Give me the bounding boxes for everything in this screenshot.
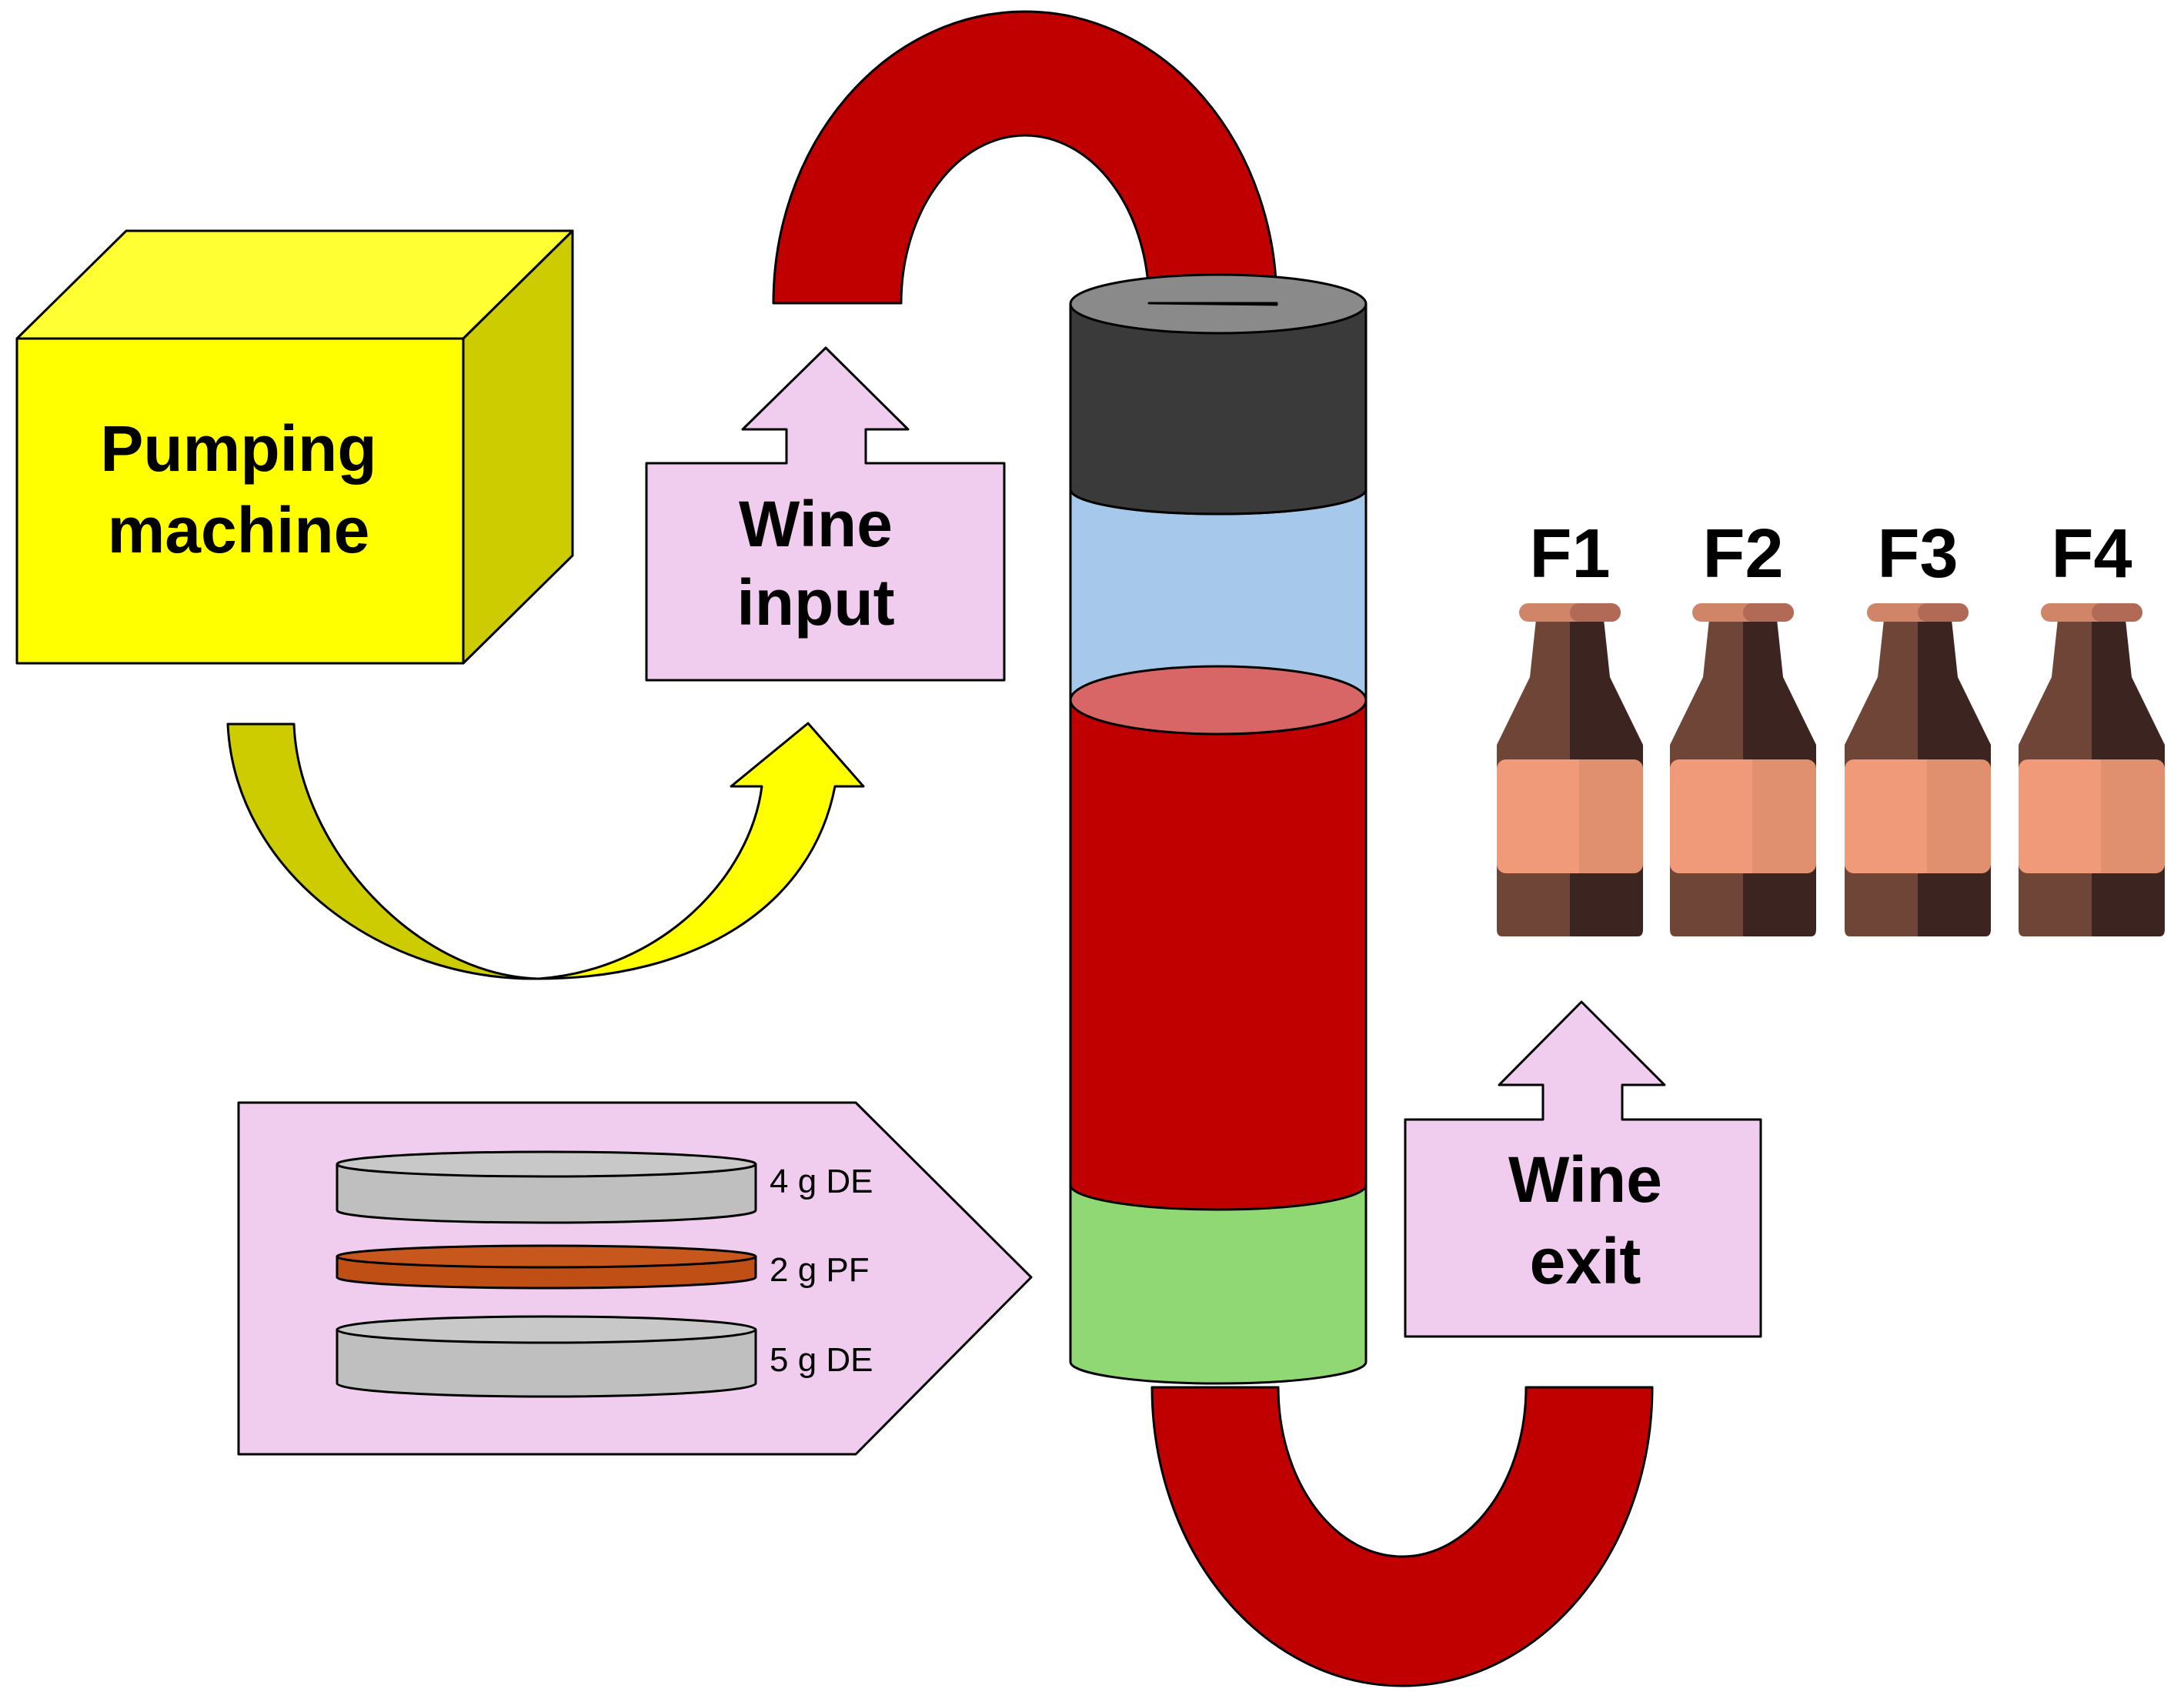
filtration-column: [1069, 273, 1368, 1385]
bottle-f4: F4: [2019, 516, 2165, 936]
pump-label-line2: machine: [108, 494, 370, 566]
filter-layer-label-1: 4 g DE: [770, 1163, 873, 1200]
wine-exit-line2: exit: [1530, 1225, 1641, 1297]
bottle-icon: [1845, 603, 1991, 936]
filter-layer-pf: [336, 1244, 757, 1290]
filter-layers-callout: 4 g DE 2 g PF 5 g DE: [237, 1101, 1033, 1456]
pump-label-line1: Pumping: [100, 412, 376, 485]
filter-layer-de-bottom: [336, 1315, 757, 1398]
wine-surface: [1069, 665, 1368, 736]
wine-exit-callout: Wine exit: [1404, 1000, 1762, 1338]
bottle-group: F1 F2 F3: [1497, 516, 2165, 936]
bottle-label-f3: F3: [1877, 516, 1958, 592]
pump-front-face: [15, 337, 465, 665]
wine-input-line2: input: [736, 566, 894, 639]
bottle-label-f1: F1: [1529, 516, 1610, 592]
curved-arrow-head: [537, 722, 865, 980]
bottle-label-f2: F2: [1702, 516, 1783, 592]
bottom-outlet-tube: [1150, 1386, 1654, 1687]
curved-flow-arrow: [226, 722, 865, 980]
top-tube-inlet-end: [1147, 302, 1278, 306]
curved-arrow-underside: [226, 723, 540, 980]
top-inlet-tube: [772, 10, 1278, 305]
filter-layer-label-2: 2 g PF: [770, 1251, 870, 1289]
wine-input-arrow-box: [645, 346, 1006, 682]
filter-layer-de-top: [336, 1150, 757, 1224]
bottle-icon: [1670, 603, 1816, 936]
bottle-f1: F1: [1497, 516, 1643, 936]
wine-exit-arrow-box: [1404, 1000, 1762, 1338]
wine-input-callout: Wine input: [645, 346, 1006, 682]
bottle-icon: [1497, 603, 1643, 936]
column-green-section: [1069, 1183, 1368, 1385]
bottle-f2: F2: [1670, 516, 1816, 936]
filter-layer-label-3: 5 g DE: [770, 1341, 873, 1379]
column-top-section: [1069, 302, 1368, 516]
bottle-icon: [2019, 603, 2165, 936]
pumping-machine: Pumping machine: [15, 229, 574, 665]
bottle-f3: F3: [1845, 516, 1991, 936]
wine-exit-line1: Wine: [1508, 1143, 1662, 1216]
wine-input-line1: Wine: [739, 488, 893, 560]
column-red-section: [1069, 699, 1368, 1211]
bottle-label-f4: F4: [2051, 516, 2132, 592]
